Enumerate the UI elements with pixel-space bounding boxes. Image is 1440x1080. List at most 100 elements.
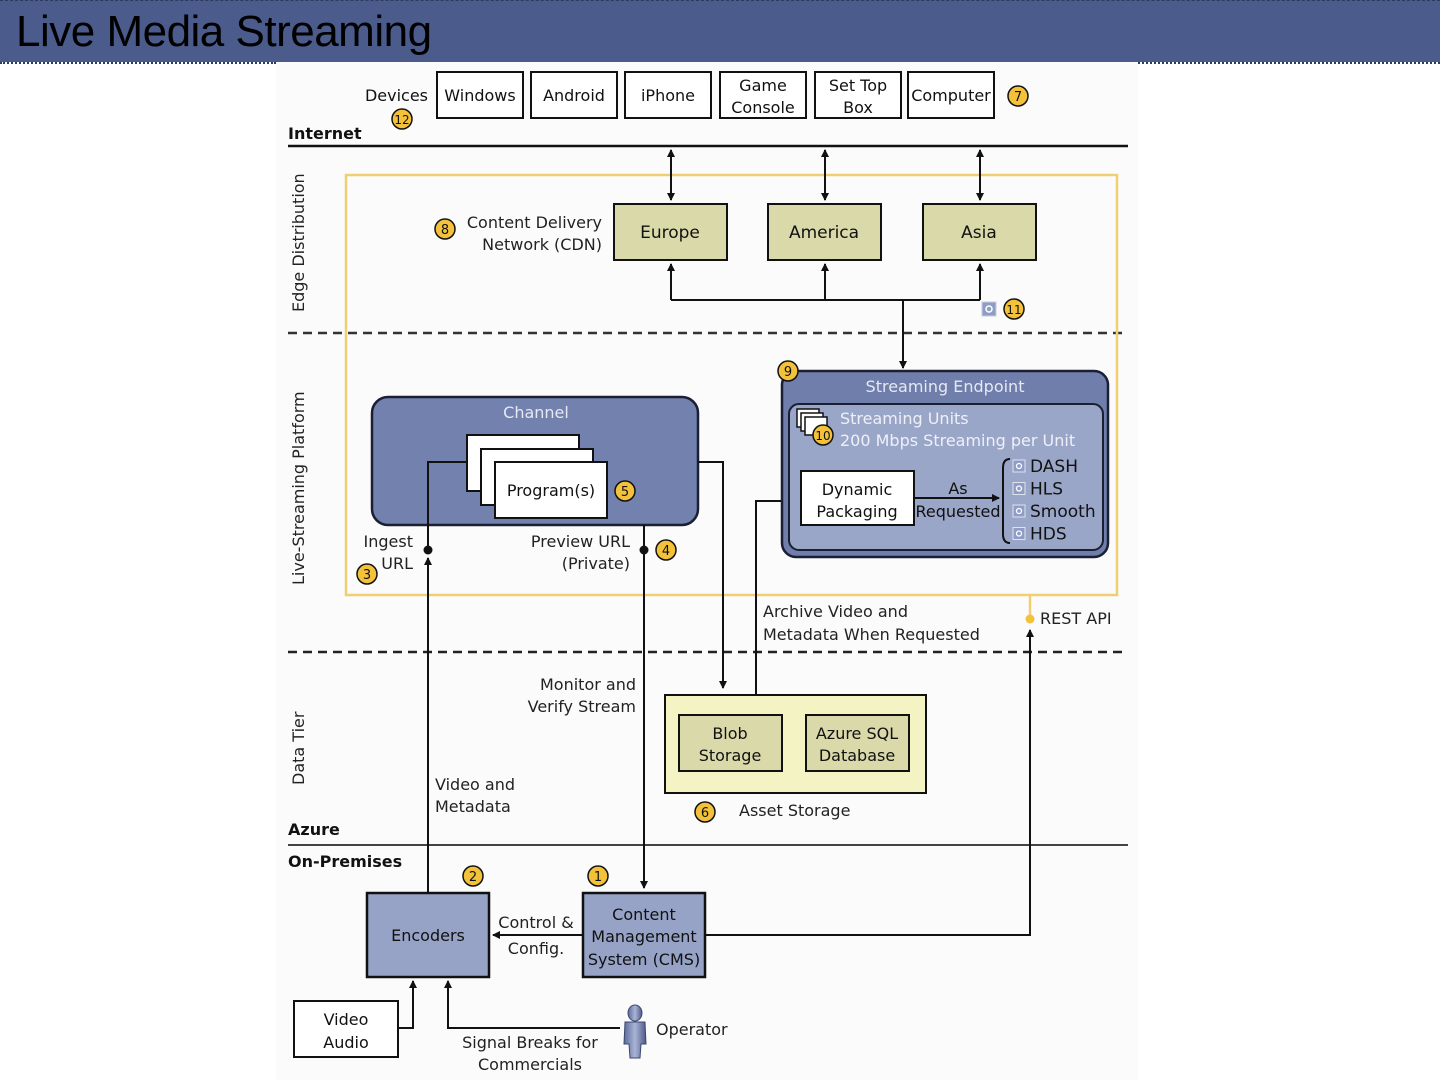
title-underline-left bbox=[0, 62, 276, 64]
device-label-line1: Game bbox=[739, 76, 787, 95]
signal-breaks-arrow bbox=[444, 980, 620, 1029]
badge-5: 5 bbox=[614, 480, 636, 502]
monitor-label-line1: Monitor and bbox=[540, 675, 636, 694]
sql-label-line1: Azure SQL bbox=[816, 724, 898, 743]
badge-4: 4 bbox=[655, 539, 677, 561]
azure-sql-box[interactable] bbox=[805, 714, 910, 772]
internet-cdn-links bbox=[667, 149, 984, 201]
video-audio-source-box[interactable] bbox=[293, 1000, 399, 1058]
format-dash: DASH bbox=[1012, 457, 1078, 477]
streaming-units-label: Streaming Units bbox=[840, 409, 969, 428]
cdn-label-line2: Network (CDN) bbox=[482, 235, 602, 254]
format-label: HDS bbox=[1030, 525, 1067, 545]
ingest-label-line2: URL bbox=[381, 554, 413, 573]
svg-text:3: 3 bbox=[363, 568, 371, 583]
badge-9: 9 bbox=[777, 360, 799, 382]
control-label-line1: Control & bbox=[498, 913, 573, 932]
blob-label-line1: Blob bbox=[712, 724, 747, 743]
packaging-label-line1: Dynamic bbox=[822, 480, 893, 499]
badge-1: 1 bbox=[587, 865, 609, 887]
signal-label-line2: Commercials bbox=[478, 1055, 582, 1074]
svg-text:7: 7 bbox=[1014, 90, 1022, 105]
badge-11: 11 bbox=[1003, 298, 1025, 320]
badge-12: 12 bbox=[391, 108, 413, 130]
svg-text:2: 2 bbox=[469, 870, 477, 885]
badge-8: 8 bbox=[434, 218, 456, 240]
cms-label-line1: Content bbox=[612, 905, 676, 924]
format-icon bbox=[1012, 504, 1026, 518]
svg-text:11: 11 bbox=[1006, 303, 1021, 317]
ingest-path bbox=[424, 461, 467, 893]
streaming-endpoint-title: Streaming Endpoint bbox=[866, 377, 1025, 396]
source-label-line2: Audio bbox=[323, 1033, 368, 1052]
cdn-region-america[interactable]: America bbox=[767, 203, 882, 261]
encoders-box[interactable] bbox=[365, 891, 491, 979]
device-label: Computer bbox=[911, 86, 991, 105]
svg-text:1: 1 bbox=[594, 870, 602, 885]
device-label: Android bbox=[543, 86, 605, 105]
device-windows[interactable]: Windows bbox=[436, 71, 524, 119]
svg-text:9: 9 bbox=[784, 365, 792, 380]
blob-storage-box[interactable] bbox=[678, 714, 783, 772]
control-label-line2: Config. bbox=[508, 939, 564, 958]
cms-rest-path bbox=[705, 629, 1034, 936]
device-android[interactable]: Android bbox=[530, 71, 618, 119]
program-box[interactable] bbox=[494, 461, 608, 519]
monitor-label-line2: Verify Stream bbox=[528, 697, 636, 716]
channel-archive-path bbox=[698, 461, 727, 689]
cdn-region-label: Asia bbox=[961, 223, 997, 243]
asset-storage-caption: Asset Storage bbox=[739, 801, 850, 820]
device-label-line1: Set Top bbox=[829, 76, 887, 95]
archive-label-line1: Archive Video and bbox=[763, 602, 908, 621]
blob-label-line2: Storage bbox=[699, 746, 762, 765]
rest-api-dot bbox=[1025, 614, 1035, 624]
requested-label: Requested bbox=[916, 502, 1001, 521]
device-iphone[interactable]: iPhone bbox=[624, 71, 712, 119]
device-label: Windows bbox=[444, 86, 515, 105]
formats-bracket bbox=[1002, 458, 1011, 544]
cdn-region-label: America bbox=[789, 223, 859, 243]
format-label: Smooth bbox=[1030, 502, 1096, 522]
zone-edge-label: Edge Distribution bbox=[289, 173, 308, 312]
cdn-origin-links bbox=[667, 263, 984, 369]
zone-onprem-label: On-Premises bbox=[288, 852, 402, 871]
title-bar: Live Media Streaming bbox=[0, 0, 1440, 62]
device-computer[interactable]: Computer bbox=[907, 71, 995, 119]
operator-label: Operator bbox=[656, 1020, 728, 1039]
badge-10: 10 bbox=[812, 424, 834, 446]
svg-text:5: 5 bbox=[621, 485, 629, 500]
title-underline-right bbox=[1138, 62, 1440, 64]
cdn-region-europe[interactable]: Europe bbox=[613, 203, 728, 261]
badge-7: 7 bbox=[1007, 85, 1029, 107]
preview-endpoint-dot bbox=[639, 545, 649, 555]
origin-icon bbox=[981, 301, 997, 317]
cms-label-line3: System (CMS) bbox=[588, 950, 700, 969]
zone-platform-label: Live-Streaming Platform bbox=[289, 391, 308, 585]
source-encoder-arrow bbox=[398, 980, 417, 1029]
signal-label-line1: Signal Breaks for bbox=[462, 1033, 598, 1052]
archive-label-line2: Metadata When Requested bbox=[763, 625, 980, 644]
device-label: iPhone bbox=[641, 86, 695, 105]
format-icon bbox=[1012, 482, 1026, 495]
zone-datatier-label: Data Tier bbox=[289, 711, 308, 785]
preview-label-line2: (Private) bbox=[562, 554, 630, 573]
devices-label: Devices bbox=[365, 86, 428, 105]
as-label: As bbox=[948, 479, 967, 498]
badge-3: 3 bbox=[356, 563, 378, 585]
zone-internet-label: Internet bbox=[288, 124, 362, 143]
format-icon bbox=[1012, 527, 1026, 540]
ingest-endpoint-dot bbox=[423, 545, 433, 555]
badge-6: 6 bbox=[694, 801, 716, 823]
cms-label-line2: Management bbox=[591, 927, 696, 946]
format-hls: HLS bbox=[1012, 480, 1063, 500]
operator-icon bbox=[623, 1004, 647, 1059]
program-label: Program(s) bbox=[507, 481, 595, 500]
video-meta-label-line2: Metadata bbox=[435, 797, 511, 816]
streaming-units-capacity: 200 Mbps Streaming per Unit bbox=[840, 431, 1075, 450]
preview-label-line1: Preview URL bbox=[531, 532, 630, 551]
badge-2: 2 bbox=[462, 865, 484, 887]
cdn-region-asia[interactable]: Asia bbox=[922, 203, 1037, 261]
ingest-label-line1: Ingest bbox=[364, 532, 413, 551]
